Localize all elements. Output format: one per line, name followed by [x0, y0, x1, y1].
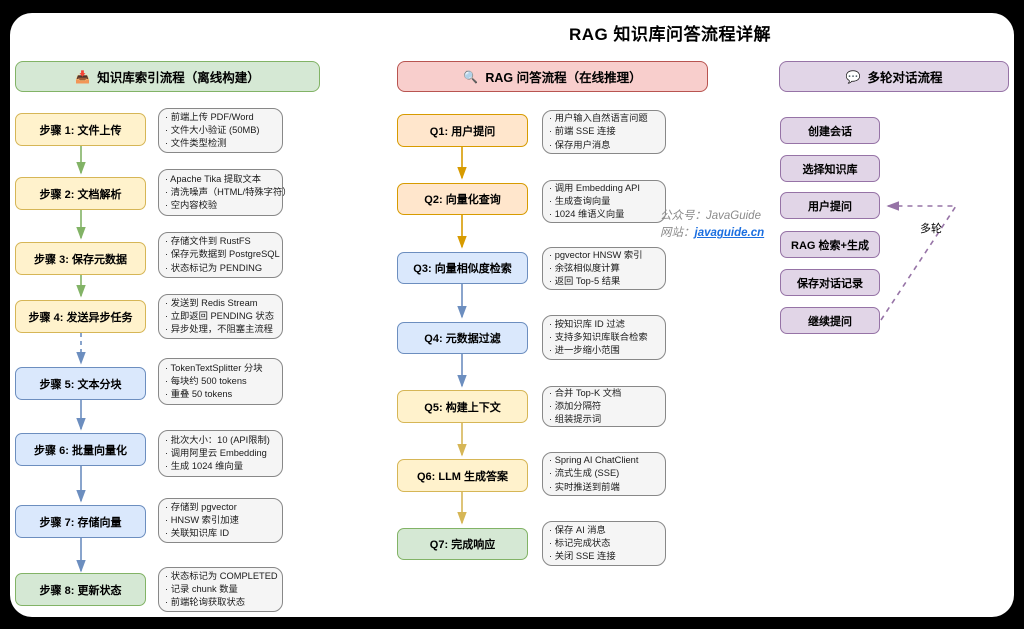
- detail-line: 按知识库 ID 过滤: [549, 318, 659, 331]
- detail-line: 保存 AI 消息: [549, 524, 659, 537]
- detail-line: 文件类型检测: [165, 137, 276, 150]
- dialog-item-save-history: 保存对话记录: [780, 269, 880, 296]
- middle-column-header-label: RAG 问答流程（在线推理）: [485, 71, 642, 85]
- flow-step-1: 步骤 1: 文件上传: [15, 113, 146, 146]
- detail-line: 余弦相似度计算: [549, 262, 659, 275]
- detail-line: 存储文件到 RustFS: [165, 235, 276, 248]
- detail-line: TokenTextSplitter 分块: [165, 362, 276, 375]
- flow-step-8: 步骤 8: 更新状态: [15, 573, 146, 606]
- detail-line: 状态标记为 COMPLETED: [165, 570, 278, 583]
- qa-step-1: Q1: 用户提问: [397, 114, 528, 147]
- detail-line: 生成 1024 维向量: [165, 460, 276, 473]
- dialog-item-select-kb: 选择知识库: [780, 155, 880, 182]
- detail-line: 保存用户消息: [549, 139, 659, 152]
- detail-line: 存储到 pgvector: [165, 501, 276, 514]
- detail-line: 立即返回 PENDING 状态: [165, 310, 276, 323]
- left-column-header-label: 知识库索引流程（离线构建）: [97, 71, 260, 85]
- flow-step-4: 步骤 4: 发送异步任务: [15, 300, 146, 333]
- middle-column-header: 🔍 RAG 问答流程（在线推理）: [397, 61, 708, 92]
- detail-line: 发送到 Redis Stream: [165, 297, 276, 310]
- step-detail-4: 发送到 Redis Stream 立即返回 PENDING 状态 异步处理，不阻…: [158, 294, 283, 339]
- step-detail-7: 存储到 pgvector HNSW 索引加速 关联知识库 ID: [158, 498, 283, 543]
- qa-step-7: Q7: 完成响应: [397, 528, 528, 560]
- detail-line: 合并 Top-K 文档: [549, 387, 659, 400]
- detail-line: 实时推送到前端: [549, 481, 659, 494]
- detail-line: 进一步缩小范围: [549, 344, 659, 357]
- step-detail-5: TokenTextSplitter 分块 每块约 500 tokens 重叠 5…: [158, 358, 283, 405]
- qa-detail-2: 调用 Embedding API 生成查询向量 1024 维语义向量: [542, 180, 666, 223]
- detail-line: 保存元数据到 PostgreSQL: [165, 248, 280, 261]
- dialog-item-user-question: 用户提问: [780, 192, 880, 219]
- detail-line: 标记完成状态: [549, 537, 659, 550]
- watermark-line2: 网站：javaguide.cn: [660, 225, 780, 242]
- detail-line: HNSW 索引加速: [165, 514, 276, 527]
- qa-step-2: Q2: 向量化查询: [397, 183, 528, 215]
- detail-line: 批次大小：10 (API限制): [165, 434, 276, 447]
- qa-detail-1: 用户输入自然语言问题 前端 SSE 连接 保存用户消息: [542, 110, 666, 154]
- search-icon: 🔍: [463, 69, 479, 84]
- step-detail-6: 批次大小：10 (API限制) 调用阿里云 Embedding 生成 1024 …: [158, 430, 283, 477]
- qa-step-3: Q3: 向量相似度检索: [397, 252, 528, 284]
- detail-line: 前端轮询获取状态: [165, 596, 276, 609]
- qa-step-4: Q4: 元数据过滤: [397, 322, 528, 354]
- inbox-tray-icon: 📥: [75, 69, 91, 84]
- watermark-line1: 公众号：JavaGuide: [660, 210, 761, 222]
- detail-line: 调用阿里云 Embedding: [165, 447, 276, 460]
- detail-line: 异步处理，不阻塞主流程: [165, 323, 276, 336]
- speech-bubble-icon: 💬: [845, 69, 861, 84]
- dialog-item-continue-asking: 继续提问: [780, 307, 880, 334]
- watermark: 公众号：JavaGuide 网站：javaguide.cn: [660, 208, 780, 243]
- detail-line: 支持多知识库联合检索: [549, 331, 659, 344]
- qa-detail-7: 保存 AI 消息 标记完成状态 关闭 SSE 连接: [542, 521, 666, 566]
- detail-line: 重叠 50 tokens: [165, 388, 276, 401]
- detail-line: 文件大小验证 (50MB): [165, 124, 276, 137]
- qa-step-5: Q5: 构建上下文: [397, 390, 528, 423]
- step-detail-3: 存储文件到 RustFS 保存元数据到 PostgreSQL 状态标记为 PEN…: [158, 232, 283, 278]
- detail-line: 关联知识库 ID: [165, 527, 276, 540]
- flow-step-6: 步骤 6: 批量向量化: [15, 433, 146, 466]
- detail-line: 生成查询向量: [549, 195, 659, 208]
- right-column-header: 💬 多轮对话流程: [779, 61, 1009, 92]
- watermark-site-link[interactable]: javaguide.cn: [694, 227, 765, 240]
- flow-step-7: 步骤 7: 存储向量: [15, 505, 146, 538]
- qa-detail-6: Spring AI ChatClient 流式生成 (SSE) 实时推送到前端: [542, 452, 666, 496]
- detail-line: 每块约 500 tokens: [165, 375, 276, 388]
- detail-line: 添加分隔符: [549, 400, 659, 413]
- multi-turn-loop-label: 多轮: [920, 223, 942, 235]
- detail-line: 流式生成 (SSE): [549, 467, 659, 480]
- detail-line: 状态标记为 PENDING: [165, 262, 276, 275]
- qa-detail-5: 合并 Top-K 文档 添加分隔符 组装提示词: [542, 386, 666, 427]
- detail-line: Apache Tika 提取文本: [165, 173, 276, 186]
- flow-step-5: 步骤 5: 文本分块: [15, 367, 146, 400]
- detail-line: 返回 Top-5 结果: [549, 275, 659, 288]
- qa-step-6: Q6: LLM 生成答案: [397, 459, 528, 492]
- flow-step-2: 步骤 2: 文档解析: [15, 177, 146, 210]
- right-column-header-label: 多轮对话流程: [867, 71, 943, 85]
- qa-detail-3: pgvector HNSW 索引 余弦相似度计算 返回 Top-5 结果: [542, 247, 666, 290]
- detail-line: 1024 维语义向量: [549, 208, 659, 221]
- detail-line: Spring AI ChatClient: [549, 454, 659, 467]
- left-column-header: 📥 知识库索引流程（离线构建）: [15, 61, 320, 92]
- watermark-site-prefix: 网站：: [660, 227, 695, 240]
- detail-line: 空内容校验: [165, 199, 276, 212]
- detail-line: 组装提示词: [549, 413, 659, 426]
- step-detail-8: 状态标记为 COMPLETED 记录 chunk 数量 前端轮询获取状态: [158, 567, 283, 612]
- detail-line: 记录 chunk 数量: [165, 583, 276, 596]
- flow-step-3: 步骤 3: 保存元数据: [15, 242, 146, 275]
- step-detail-1: 前端上传 PDF/Word 文件大小验证 (50MB) 文件类型检测: [158, 108, 283, 153]
- page-title: RAG 知识库问答流程详解: [569, 25, 771, 44]
- detail-line: pgvector HNSW 索引: [549, 249, 659, 262]
- dialog-item-create-session: 创建会话: [780, 117, 880, 144]
- step-detail-2: Apache Tika 提取文本 清洗噪声（HTML/特殊字符） 空内容校验: [158, 169, 292, 216]
- detail-line: 关闭 SSE 连接: [549, 550, 659, 563]
- detail-line: 调用 Embedding API: [549, 182, 659, 195]
- dialog-item-rag-generate: RAG 检索+生成: [780, 231, 880, 258]
- detail-line: 清洗噪声（HTML/特殊字符）: [165, 186, 292, 199]
- detail-line: 前端 SSE 连接: [549, 125, 659, 138]
- qa-detail-4: 按知识库 ID 过滤 支持多知识库联合检索 进一步缩小范围: [542, 315, 666, 360]
- detail-line: 前端上传 PDF/Word: [165, 111, 276, 124]
- detail-line: 用户输入自然语言问题: [549, 112, 659, 125]
